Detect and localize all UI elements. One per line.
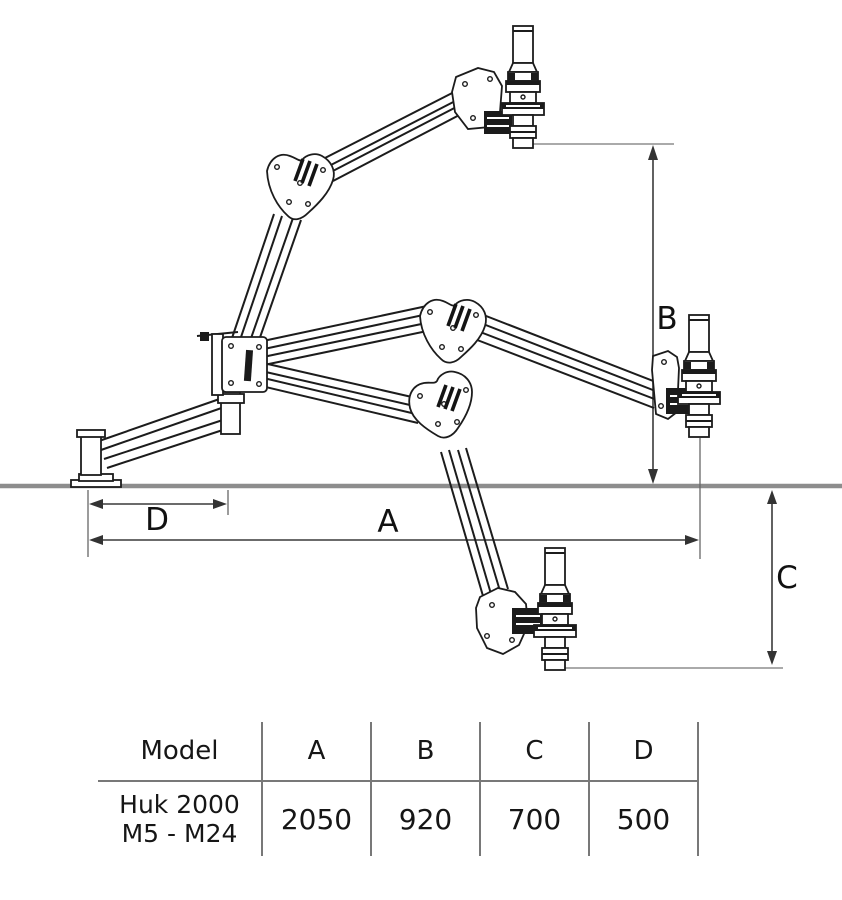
arm-position-down <box>252 361 544 655</box>
value-cell-a: 2050 <box>263 782 372 856</box>
dimension-b: B <box>531 143 678 484</box>
dimension-d: D <box>89 490 229 538</box>
dim-label-a: A <box>377 504 398 540</box>
header-cell-model: Model <box>98 722 263 782</box>
dim-label-d: D <box>145 502 169 538</box>
value-cell-b: 920 <box>372 782 481 856</box>
tapping-arm <box>70 25 721 671</box>
arm-position-up <box>230 67 512 347</box>
base-foot <box>70 429 122 488</box>
tool-head-middle <box>677 314 721 438</box>
pivot-bracket <box>221 336 268 393</box>
arm-position-middle <box>262 298 698 421</box>
head-clamp-up <box>484 111 512 134</box>
tool-head-top <box>501 25 545 149</box>
base-link-arm <box>98 394 239 469</box>
dimension-c: C <box>558 490 798 669</box>
tool-head-bottom <box>533 547 577 671</box>
header-cell-d: D <box>590 722 699 782</box>
model-cell: Huk 2000 M5 - M24 <box>98 782 263 856</box>
header-cell-b: B <box>372 722 481 782</box>
header-cell-a: A <box>263 722 372 782</box>
model-range: M5 - M24 <box>121 819 238 848</box>
dim-label-b: B <box>656 301 677 337</box>
elbow-plate-up <box>266 153 335 221</box>
spec-table: Model A B C D Huk 2000 M5 - M24 2050 920… <box>98 722 699 856</box>
dim-label-c: C <box>776 560 798 596</box>
header-cell-c: C <box>481 722 590 782</box>
value-cell-c: 700 <box>481 782 590 856</box>
base-post <box>80 435 102 476</box>
value-cell-d: 500 <box>590 782 699 856</box>
column-bracket <box>196 331 268 435</box>
model-name: Huk 2000 <box>119 789 240 819</box>
dimension-a: A <box>87 438 701 559</box>
